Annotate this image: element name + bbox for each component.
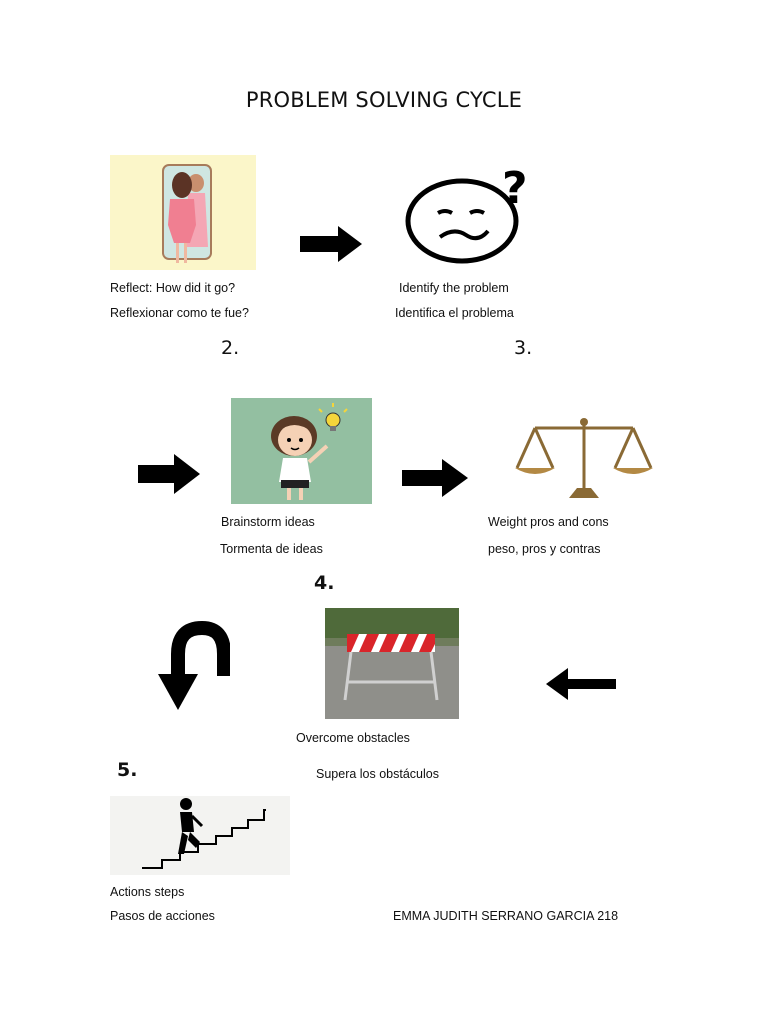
climbing-stairs-image xyxy=(110,796,290,875)
mirror-reflection-image xyxy=(110,155,256,270)
arrow-right-icon xyxy=(300,226,364,262)
overcome-caption-en: Overcome obstacles xyxy=(296,731,410,745)
svg-text:?: ? xyxy=(502,165,528,214)
arrow-right-icon xyxy=(138,454,202,494)
author-name: EMMA JUDITH SERRANO GARCIA 218 xyxy=(393,909,619,923)
reflect-caption-en: Reflect: How did it go? xyxy=(110,281,236,295)
step-number-4: 4. xyxy=(314,572,335,594)
step-number-2: 2. xyxy=(221,337,240,359)
actions-caption-en: Actions steps xyxy=(110,885,185,899)
overcome-caption-es: Supera los obstáculos xyxy=(316,767,439,781)
road-barrier-image xyxy=(325,608,459,719)
brainstorm-caption-es: Tormenta de ideas xyxy=(220,542,323,556)
arrow-right-icon xyxy=(402,459,470,497)
u-turn-arrow-icon xyxy=(156,620,230,714)
arrow-left-icon xyxy=(546,668,616,700)
weigh-caption-en: Weight pros and cons xyxy=(488,515,609,529)
reflect-caption-es: Reflexionar como te fue? xyxy=(110,306,249,320)
step-number-5: 5. xyxy=(117,759,138,781)
page-title: PROBLEM SOLVING CYCLE xyxy=(245,88,523,112)
step-number-3: 3. xyxy=(514,337,533,359)
weigh-caption-es: peso, pros y contras xyxy=(488,542,601,556)
confused-face-icon: ? xyxy=(404,165,544,269)
balance-scale-icon xyxy=(513,410,655,502)
identify-caption-en: Identify the problem xyxy=(399,281,509,295)
actions-caption-es: Pasos de acciones xyxy=(110,909,215,923)
identify-caption-es: Identifica el problema xyxy=(395,306,514,320)
brainstorm-girl-image xyxy=(231,398,372,504)
brainstorm-caption-en: Brainstorm ideas xyxy=(221,515,315,529)
